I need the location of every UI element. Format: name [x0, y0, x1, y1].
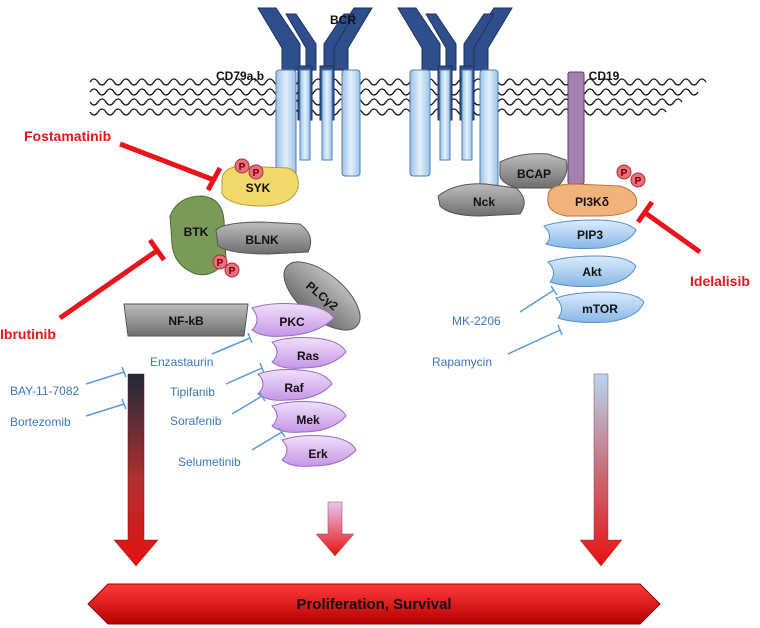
sorafenib-label: Sorafenib — [170, 414, 222, 428]
arrow-mapk — [315, 501, 355, 557]
bcap-protein: BCAP — [499, 153, 568, 189]
erk-protein: Erk — [281, 435, 357, 467]
blue-inhibitors — [85, 285, 563, 451]
akt-protein: Akt — [547, 255, 637, 287]
bcap-label: BCAP — [517, 167, 551, 181]
syk-protein: SYK — [221, 165, 299, 207]
erk-label: Erk — [308, 447, 328, 461]
phospho-pi3k-label-2: P — [635, 176, 642, 187]
cd79-chains — [275, 69, 499, 189]
mk2206-label: MK-2206 — [452, 314, 501, 328]
rapamycin-label: Rapamycin — [432, 355, 492, 369]
ibrutinib-inhibitor — [58, 238, 167, 321]
bortezomib-label: Bortezomib — [10, 415, 71, 429]
enzastaurin-label: Enzastaurin — [150, 355, 213, 369]
arrow-pi3k — [579, 373, 623, 567]
idelalisib-label: Idelalisib — [690, 273, 750, 289]
fostamatinib-inhibitor — [119, 141, 223, 192]
nfkb-protein: NF-kB — [123, 303, 249, 337]
nck-protein: Nck — [437, 183, 525, 217]
tipifanib-label: Tipifanib — [170, 385, 215, 399]
fostamatinib-label: Fostamatinib — [24, 128, 111, 144]
pkc-protein: PKC — [251, 303, 335, 337]
akt-label: Akt — [582, 265, 601, 279]
pip3-label: PIP3 — [577, 228, 603, 242]
mtor-protein: mTOR — [555, 291, 645, 323]
ras-label: Ras — [297, 349, 319, 363]
blnk-label: BLNK — [245, 233, 279, 247]
cd79-label: CD79a,b — [216, 69, 264, 83]
blnk-protein: BLNK — [215, 221, 312, 255]
phospho-btk-label-2: P — [229, 266, 236, 277]
mek-label: Mek — [296, 413, 320, 427]
nfkb-label: NF-kB — [168, 314, 204, 328]
bcr-label: BCR — [330, 13, 356, 27]
raf-protein: Raf — [257, 369, 333, 401]
pip3-protein: PIP3 — [543, 219, 637, 249]
mtor-label: mTOR — [582, 302, 618, 316]
pi3kd-protein: PI3Kδ — [547, 183, 638, 217]
cd19-receptor — [567, 71, 585, 185]
syk-label: SYK — [246, 181, 271, 195]
phospho-pi3k-label-1: P — [621, 168, 628, 179]
selumetinib-label: Selumetinib — [178, 455, 241, 469]
bcr-receptor-left — [257, 7, 373, 71]
cd19-label: CD19 — [589, 69, 620, 83]
ibrutinib-label: Ibrutinib — [0, 326, 56, 342]
btk-protein: BTK — [169, 195, 227, 276]
ras-protein: Ras — [271, 337, 347, 369]
arrow-nfkb — [113, 373, 159, 567]
outcome-bar: Proliferation, Survival — [87, 583, 661, 625]
phospho-btk-label-1: P — [217, 258, 224, 269]
pkc-label: PKC — [279, 315, 305, 329]
mek-protein: Mek — [271, 401, 347, 433]
phospho-syk-label-2: P — [253, 168, 260, 179]
nck-label: Nck — [473, 195, 495, 209]
phospho-syk: P P — [234, 158, 264, 180]
idelalisib-inhibitor — [635, 200, 702, 255]
phospho-btk: P P — [212, 254, 240, 278]
membrane-stripes — [299, 69, 473, 161]
bay-label: BAY-11-7082 — [10, 384, 79, 398]
btk-label: BTK — [184, 225, 209, 239]
phospho-syk-label-1: P — [239, 162, 246, 173]
pi3kd-label: PI3Kδ — [575, 195, 609, 209]
cell-membrane — [89, 78, 707, 116]
outcome-label: Proliferation, Survival — [296, 596, 451, 613]
raf-label: Raf — [284, 381, 304, 395]
phospho-pi3k: P P — [616, 164, 646, 188]
bcr-receptor-right — [397, 7, 513, 71]
